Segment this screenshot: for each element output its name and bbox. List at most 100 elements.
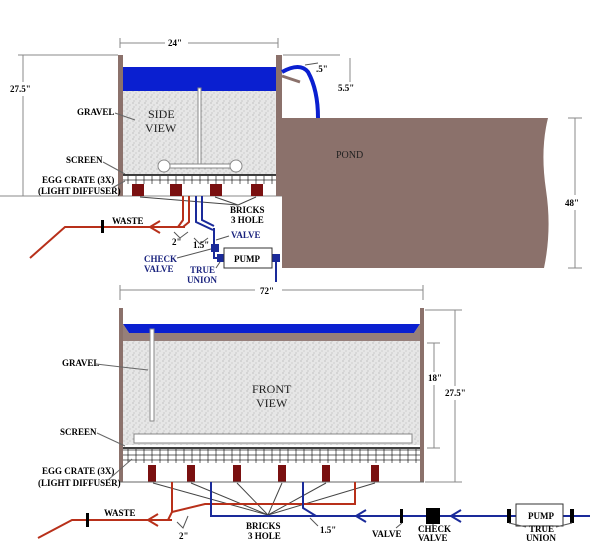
side-true-union-leader xyxy=(215,261,221,269)
side-valve-label: VALVE xyxy=(231,230,261,240)
front-tank-left-wall xyxy=(119,308,123,482)
side-screen-label: SCREEN xyxy=(66,155,103,165)
front-view-title-2: VIEW xyxy=(256,396,288,410)
pond-depth-label: 48" xyxy=(565,198,579,208)
side-return-dim-mark xyxy=(193,237,209,245)
front-height-label: 27.5" xyxy=(445,388,466,398)
front-pump xyxy=(515,503,564,527)
front-waste-label: WASTE xyxy=(104,508,136,518)
front-screen-leader xyxy=(96,432,126,447)
side-view-title-2: VIEW xyxy=(145,121,177,135)
front-view: 72" FRONT VIEW 18" 27.5" GRAVEL xyxy=(37,285,590,542)
front-egg-crate-leader xyxy=(107,458,133,481)
side-true-union xyxy=(217,254,225,262)
side-airlift-pipe xyxy=(157,87,243,173)
front-bricks-label: BRICKS xyxy=(246,521,281,531)
front-valve xyxy=(400,509,403,523)
front-bricks-sub: 3 HOLE xyxy=(248,531,281,541)
side-pump-label: PUMP xyxy=(234,254,260,264)
front-bricks xyxy=(148,465,379,482)
front-valve-leader xyxy=(395,522,403,529)
side-water xyxy=(123,67,276,91)
side-waste-pipe xyxy=(29,196,190,259)
side-return-dim-label: 1.5" xyxy=(193,240,209,250)
side-true-union-label-2: UNION xyxy=(187,275,218,285)
front-waste-dim-label: 2" xyxy=(179,531,189,541)
front-view-title-1: FRONT xyxy=(252,382,292,396)
front-egg-crate-label: EGG CRATE (3X) xyxy=(42,466,114,476)
front-check-valve xyxy=(426,508,440,524)
front-water xyxy=(123,324,420,333)
front-gravel-depth-label: 18" xyxy=(428,373,442,383)
front-gravel xyxy=(123,341,420,445)
front-true-union-right xyxy=(570,509,574,523)
side-bricks-label: BRICKS xyxy=(230,205,265,215)
overflow-dim-line xyxy=(304,62,319,66)
front-check-valve-label-1: CHECK xyxy=(418,524,451,534)
side-width-dimension xyxy=(119,38,279,48)
side-pump xyxy=(223,247,273,269)
side-true-union-label-1: TRUE xyxy=(190,265,215,275)
side-gravel-leader xyxy=(114,112,136,121)
front-waste-pipe xyxy=(37,482,356,539)
side-valve-leader xyxy=(215,235,230,241)
front-width-dimension xyxy=(119,285,424,300)
pond-depth-dimension xyxy=(568,117,582,269)
side-overflow-lip xyxy=(281,74,301,84)
side-height-label: 27.5" xyxy=(10,84,31,94)
front-waste-dim-mark xyxy=(176,515,189,529)
front-gravel-leader xyxy=(95,363,149,371)
front-true-union-label-1: TRUE xyxy=(529,524,554,534)
pond-label: POND xyxy=(336,150,363,161)
front-gravel-label: GRAVEL xyxy=(62,358,99,368)
side-check-valve-label-1: CHECK xyxy=(144,254,177,264)
front-egg-crate-sub: (LIGHT DIFFUSER) xyxy=(38,478,121,488)
side-bricks xyxy=(132,184,263,196)
side-egg-crate-label: EGG CRATE (3X) xyxy=(42,175,114,185)
side-waste-dim-label: 2" xyxy=(172,237,182,247)
front-return-dim-mark xyxy=(309,517,319,527)
drop-dim-label: 5.5" xyxy=(338,83,354,93)
side-egg-crate-sub: (LIGHT DIFFUSER) xyxy=(38,186,121,196)
front-bricks-leaders xyxy=(152,482,376,516)
front-tank-right-wall xyxy=(420,308,424,482)
side-bricks-sub: 3 HOLE xyxy=(231,215,264,225)
side-true-union-right xyxy=(272,254,280,262)
front-waste-union xyxy=(86,513,89,527)
side-check-valve-leader xyxy=(176,248,212,259)
front-return-pipe xyxy=(210,482,590,523)
front-water-edge xyxy=(123,324,420,341)
side-view: 24" 27.5" SIDE VIEW .5" 5.5" PON xyxy=(0,38,582,285)
side-bricks-leaders xyxy=(139,196,257,206)
overflow-dim-label: .5" xyxy=(316,64,328,74)
front-valve-label: VALVE xyxy=(372,529,402,539)
front-pump-label: PUMP xyxy=(528,511,554,521)
front-true-union-left xyxy=(507,509,511,523)
front-true-union-label-2: UNION xyxy=(526,533,557,542)
side-screen-leader xyxy=(102,161,126,175)
side-gravel-label: GRAVEL xyxy=(77,107,114,117)
front-height-dimension xyxy=(425,309,462,483)
side-check-valve-label-2: VALVE xyxy=(144,264,174,274)
front-return-dim-label: 1.5" xyxy=(320,525,336,535)
side-check-valve xyxy=(211,244,219,252)
side-waste-label: WASTE xyxy=(112,216,144,226)
side-view-title-1: SIDE xyxy=(148,107,175,121)
front-check-valve-label-2: VALVE xyxy=(418,533,448,542)
front-gravel-depth-dimension xyxy=(427,342,440,449)
side-tank-left-wall xyxy=(118,55,123,196)
front-airlift-pipe xyxy=(133,328,413,444)
side-tank-right-wall xyxy=(276,55,282,196)
side-egg-crate-leader xyxy=(111,180,126,189)
side-waste-union xyxy=(101,220,104,233)
front-screen-label: SCREEN xyxy=(60,427,97,437)
pond xyxy=(282,118,549,268)
side-waste-dim-mark xyxy=(173,231,189,239)
front-true-union-leaders xyxy=(508,522,573,528)
side-overflow-pipe xyxy=(281,65,320,119)
side-height-dimension xyxy=(0,54,340,197)
side-width-label: 24" xyxy=(168,38,182,48)
front-egg-crate xyxy=(123,449,420,463)
